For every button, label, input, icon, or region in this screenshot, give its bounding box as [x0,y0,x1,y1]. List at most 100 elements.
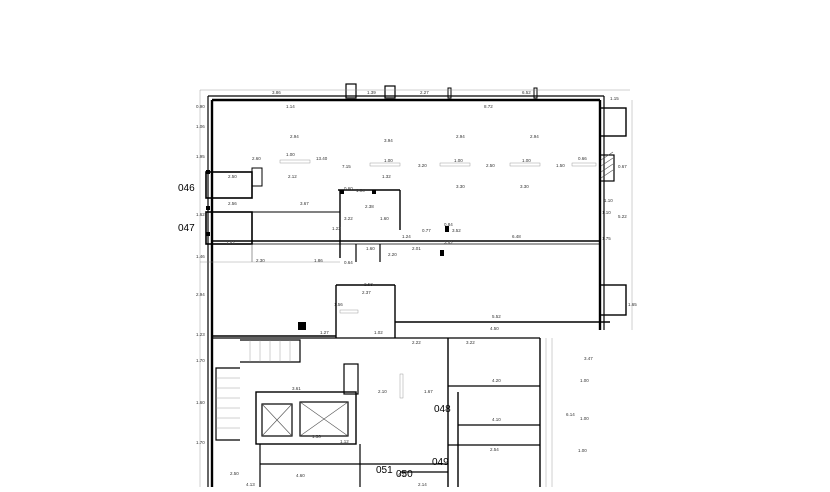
dim-label: 3.30 [456,184,465,189]
dim-label: 1.39 [367,90,376,95]
dim-label: 1.00 [580,378,589,383]
dim-label: 1.75 [602,236,611,241]
dim-label: 4.50 [490,326,499,331]
dim-label: 1.95 [196,154,205,159]
dim-label: 5.52 [492,314,501,319]
dim-label: 8.72 [484,104,493,109]
dim-label: 1.23 [196,332,205,337]
left-dimensions: 0.90 1.06 1.95 1.62 1.46 2.94 1.23 1.70 … [196,104,205,445]
interior-dimensions: 2.94 3.94 2.94 2.94 2.60 1.00 13.40 7.15… [226,134,613,487]
dim-label: 1.04 [356,188,365,193]
dim-label: 1.00 [578,448,587,453]
top-dimensions: 3.86 1.39 2.27 6.52 1.15 1.14 8.72 [272,90,619,109]
dim-label: 3.22 [344,216,353,221]
dim-label: 2.01 [412,246,421,251]
dim-label: 1.15 [610,96,619,101]
dim-label: 2.94 [456,134,465,139]
dim-label: 2.60 [252,156,261,161]
dim-label: 1.00 [454,158,463,163]
outer-walls [207,83,627,487]
dimension-guides [199,89,633,487]
dim-label: 0.90 [196,104,205,109]
dim-label: 2.22 [412,340,421,345]
dim-label: 1.32 [382,174,391,179]
dim-label: 0.77 [422,228,431,233]
dim-label: 1.60 [196,400,205,405]
dim-label: 6.14 [566,412,575,417]
dim-label: 2.50 [486,163,495,168]
room-label-047: 047 [178,223,195,234]
dim-label: 2.38 [365,204,374,209]
dim-label: 6.48 [512,234,521,239]
dim-label: 3.30 [520,184,529,189]
dim-label: 4.60 [296,473,305,478]
room-labels: 046 047 048 049 050 051 [178,183,451,480]
dim-label: 4.13 [246,482,255,487]
dim-label: 1.24 [402,234,411,239]
dim-label: 1.70 [196,358,205,363]
right-dimensions: 0.67 1.10 1.75 5.22 1.65 [602,164,637,307]
dim-label: 1.00 [286,152,295,157]
dim-label: 2.27 [420,90,429,95]
room-label-050: 050 [396,469,413,480]
dim-label: 1.70 [196,440,205,445]
dim-label: 2.10 [378,389,387,394]
dim-label: 1.00 [384,158,393,163]
interior-walls [205,167,610,487]
dim-label: 1.10 [602,210,611,215]
dim-label: 2.53 [364,282,373,287]
dim-label: 4.10 [492,417,501,422]
dim-label: 2.54 [490,447,499,452]
room-label-051: 051 [376,465,393,476]
dim-label: 1.50 [556,163,565,168]
dim-label: 1.60 [366,246,375,251]
dim-label: 2.50 [228,174,237,179]
dim-label: 3.67 [300,201,309,206]
room-label-046: 046 [178,183,195,194]
dim-label: 1.14 [286,104,295,109]
stairwell [215,339,301,441]
dim-label: 3.22 [466,340,475,345]
dimension-bars [279,159,597,399]
dim-label: 0.67 [618,164,627,169]
dim-label: 0.60 [344,186,353,191]
dim-label: 2.94 [196,292,205,297]
dim-label: 7.15 [342,164,351,169]
dim-label: 1.56 [334,302,343,307]
dim-label: 2.56 [228,201,237,206]
dim-label: 2.30 [256,258,265,263]
dim-label: 6.52 [522,90,531,95]
dim-label: 3.20 [418,163,427,168]
dim-label: 4.22 [398,472,407,477]
dim-label: 2.50 [230,471,239,476]
dim-label: 1.10 [604,198,613,203]
dim-label: 1.36 [312,434,321,439]
dim-label: 3.52 [444,240,453,245]
dim-label: 1.00 [580,416,589,421]
dim-label: 5.22 [618,214,627,219]
dim-label: 0.84 [444,222,453,227]
dim-label: 1.06 [196,124,205,129]
dim-label: 2.94 [290,134,299,139]
dim-label: 1.46 [196,254,205,259]
dim-label: 1.60 [380,216,389,221]
dim-label: 1.65 [628,302,637,307]
dim-label: 2.14 [418,482,427,487]
dim-label: 1.12 [340,439,349,444]
dim-label: 3.47 [584,356,593,361]
room-label-049: 049 [432,457,449,468]
hatched-column [600,151,614,179]
dim-label: 1.02 [374,330,383,335]
room-label-048: 048 [434,404,451,415]
dim-label: 13.40 [316,156,328,161]
dim-label: 3.52 [452,228,461,233]
dim-label: 1.86 [314,258,323,263]
dim-label: 1.62 [196,212,205,217]
elevator-shafts [255,391,357,445]
dim-label: 4.20 [492,378,501,383]
dim-label: 0.66 [578,156,587,161]
dim-label: 3.61 [292,386,301,391]
dim-label: 1.67 [424,389,433,394]
